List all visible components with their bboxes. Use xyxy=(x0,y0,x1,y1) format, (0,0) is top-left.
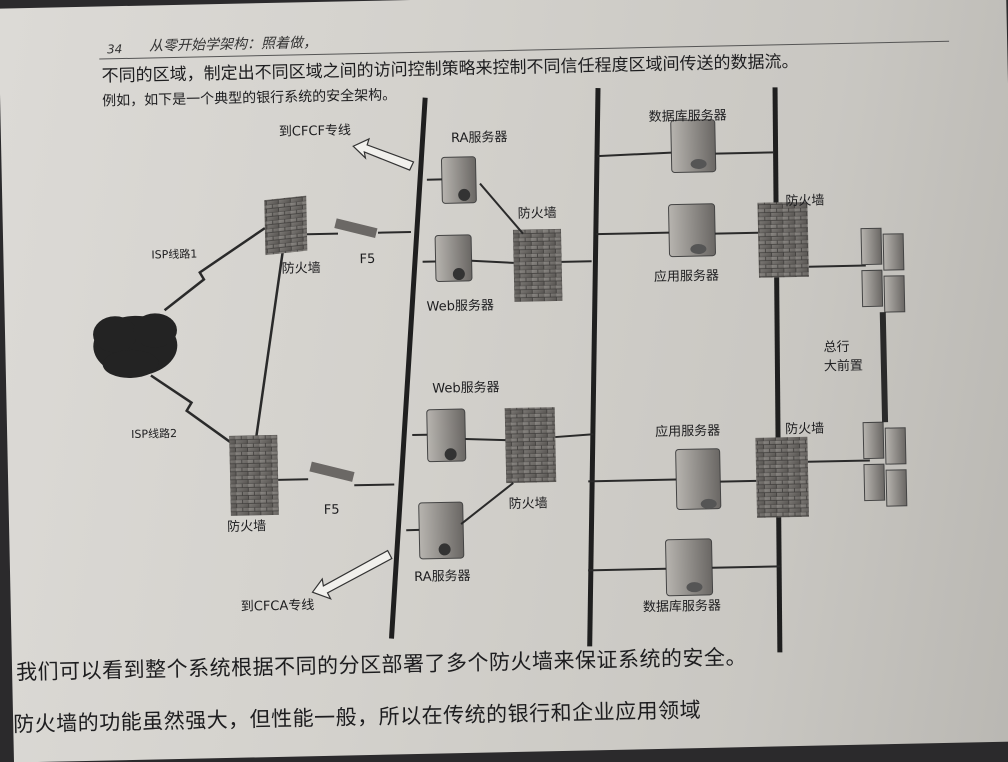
hq-label-line-1: 总行 xyxy=(823,340,849,356)
hq-server-cluster-bottom-icon xyxy=(863,422,907,507)
db-server-top-label: 数据库服务器 xyxy=(648,107,726,125)
internet-cloud-icon xyxy=(93,313,178,379)
app-server-bottom-icon xyxy=(676,449,721,510)
isp-line-1-label: ISP线路1 xyxy=(151,247,197,262)
app-server-bottom-label: 应用服务器 xyxy=(655,423,720,440)
hq-label-line-2: 大前置 xyxy=(824,358,863,375)
ra-server-top-icon xyxy=(441,157,476,204)
db-server-bottom-icon xyxy=(665,539,712,596)
to-cfcf-label: 到CFCF专线 xyxy=(279,123,351,140)
f5-top-label: F5 xyxy=(359,252,375,267)
firewall-icon xyxy=(505,407,557,483)
firewall-mid-top-label: 防火墙 xyxy=(517,205,556,222)
firewall-icon xyxy=(229,435,279,516)
backbone-3 xyxy=(768,87,787,652)
f5-load-balancer-icon xyxy=(334,218,377,238)
firewall-top-label: 防火墙 xyxy=(282,260,321,277)
hq-server-cluster-top-icon xyxy=(861,228,905,313)
web-server-bottom-label: Web服务器 xyxy=(432,379,500,396)
firewall-icon xyxy=(757,202,809,278)
db-server-bottom-label: 数据库服务器 xyxy=(643,598,721,616)
arrow-to-cfcf-icon xyxy=(353,138,414,171)
web-server-bottom-icon xyxy=(427,409,466,462)
web-server-top-icon xyxy=(435,235,472,282)
app-server-top-label: 应用服务器 xyxy=(654,268,719,285)
firewall-right-bottom-label: 防火墙 xyxy=(785,420,824,437)
web-server-top-label: Web服务器 xyxy=(426,297,494,314)
backbone-2 xyxy=(578,88,610,646)
ra-server-bottom-label: RA服务器 xyxy=(414,568,471,585)
f5-bottom-label: F5 xyxy=(324,503,340,518)
to-cfca-label: 到CFCA专线 xyxy=(241,598,315,615)
ra-server-bottom-icon xyxy=(419,502,464,559)
isp-line-2-label: ISP线路2 xyxy=(131,426,177,441)
firewall-right-top-label: 防火墙 xyxy=(785,192,824,209)
firewall-mid-bottom-label: 防火墙 xyxy=(509,495,548,512)
firewall-icon xyxy=(755,437,809,518)
firewall-icon xyxy=(513,229,562,302)
app-server-top-icon xyxy=(668,204,715,257)
firewall-icon xyxy=(264,196,307,256)
ra-server-top-label: RA服务器 xyxy=(451,129,508,146)
f5-load-balancer-icon xyxy=(309,462,354,482)
firewall-bottom-label: 防火墙 xyxy=(227,518,266,535)
isp-line-1 xyxy=(163,228,267,310)
arrow-to-cfca-icon xyxy=(312,551,393,600)
db-server-top-icon xyxy=(671,120,716,173)
